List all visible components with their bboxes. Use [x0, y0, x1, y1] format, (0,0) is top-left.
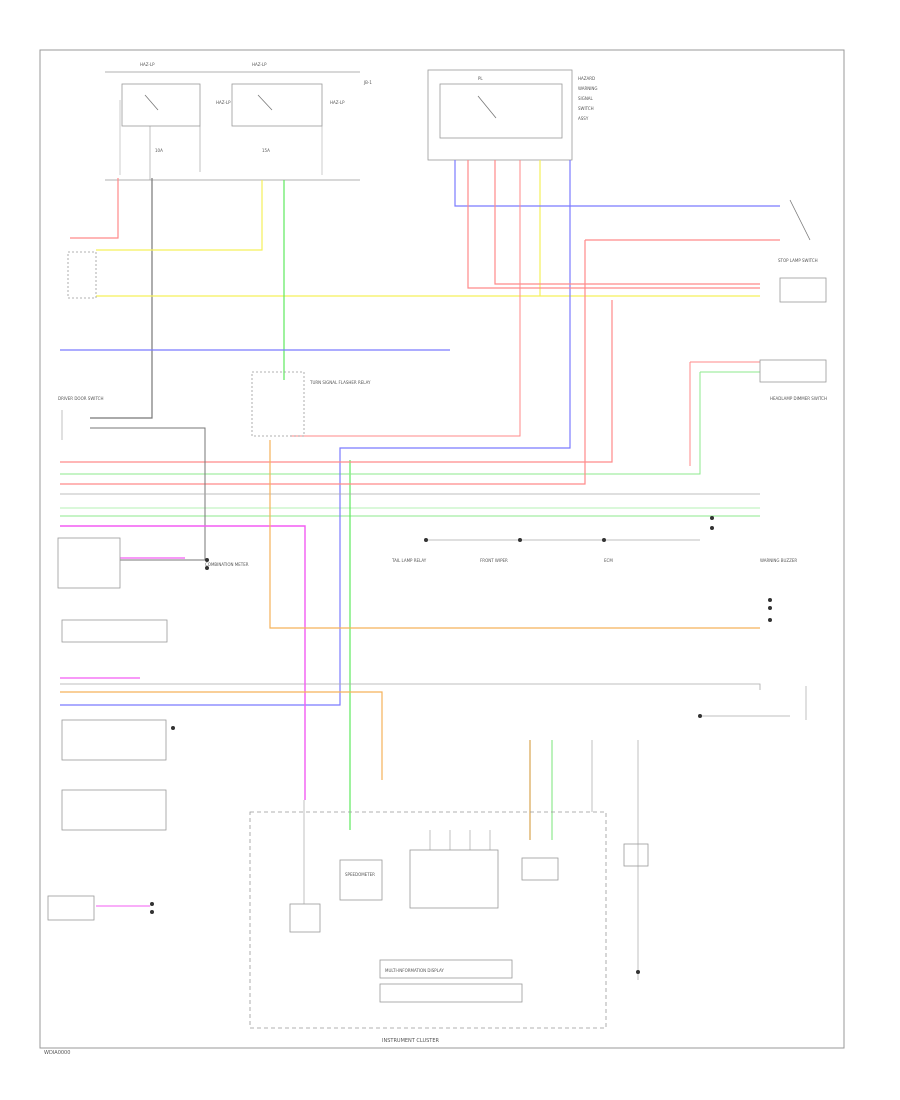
stop-lamp-label: STOP LAMP SWITCH — [778, 258, 818, 263]
left-connector-1 — [67, 251, 97, 299]
wire-red-5 — [60, 240, 586, 485]
svg-text:HAZ-LP: HAZ-LP — [140, 62, 155, 67]
svg-text:HAZARD: HAZARD — [578, 76, 595, 81]
bottom-caption: INSTRUMENT CLUSTER — [382, 1038, 440, 1044]
warning-module-label: WARNING BUZZER — [760, 558, 797, 563]
svg-text:HAZ-LP: HAZ-LP — [252, 62, 267, 67]
wire-red-3 — [494, 160, 760, 285]
wire-blue-3 — [60, 160, 571, 706]
wire-gray-4 — [60, 683, 761, 690]
svg-text:WARNING: WARNING — [578, 86, 598, 91]
svg-text:10A: 10A — [155, 148, 163, 153]
svg-text:15A: 15A — [262, 148, 270, 153]
svg-text:JB-1: JB-1 — [363, 80, 372, 85]
diagram-border — [39, 49, 845, 1049]
top-right-switch-box: PL HAZARD WARNING SIGNAL SWITCH ASSY — [427, 69, 598, 161]
front-wiper-label: FRONT WIPER — [480, 558, 508, 563]
left-lower-box — [47, 619, 175, 921]
top-right-box-label: PL — [478, 76, 483, 81]
cluster-meter: COMBINATION METER — [57, 537, 249, 589]
tail-lamp-relay-label: TAIL LAMP RELAY — [391, 558, 427, 563]
driver-door-switch-label: DRIVER DOOR SWITCH — [58, 396, 103, 401]
wire-red-6 — [290, 160, 521, 437]
footer-code: WDIA0000 — [44, 1050, 70, 1056]
driver-door-switch: DRIVER DOOR SWITCH — [58, 396, 103, 440]
wire-orange-2 — [60, 691, 383, 780]
middle-components: TAIL LAMP RELAY FRONT WIPER ECM — [391, 538, 700, 563]
headlamp-dimmer-label: HEADLAMP DIMMER SWITCH — [770, 396, 827, 401]
multi-display-label: MULTI-INFORMATION DISPLAY — [385, 968, 444, 973]
relay-mid-top-label: HAZ-LP — [330, 100, 345, 105]
relay-group-top-left: HAZ-LP HAZ-LP HAZ-LP HAZ-LP JB-1 10A 15A — [105, 62, 372, 181]
right-lower-components — [591, 714, 790, 980]
wire-red-1 — [70, 178, 119, 239]
steering-switch: TURN SIGNAL FLASHER RELAY — [251, 371, 371, 437]
ecm-label: ECM — [604, 558, 613, 563]
wire-gray-1 — [90, 178, 153, 419]
relay-left-top-label: HAZ-LP — [216, 100, 231, 105]
instrument-cluster-lower: SPEEDOMETER MULTI-INFORMATION DISPLAY IN… — [249, 800, 607, 1044]
svg-text:SIGNAL: SIGNAL — [578, 96, 594, 101]
svg-text:SWITCH: SWITCH — [578, 106, 594, 111]
svg-text:ASSY: ASSY — [578, 116, 589, 121]
wire-blue-2 — [454, 160, 780, 207]
cluster-meter-label: COMBINATION METER — [205, 562, 249, 567]
wire-red-7 — [60, 300, 613, 463]
wire-orange-1 — [269, 440, 760, 629]
right-components: STOP LAMP SWITCH HEADLAMP DIMMER SWITCH … — [710, 199, 827, 720]
cluster-lower-label: SPEEDOMETER — [345, 872, 375, 877]
wire-red-2 — [467, 160, 760, 289]
wire-yellow-1 — [96, 180, 263, 251]
wire-green-6 — [60, 372, 701, 475]
wire-magenta-1 — [60, 525, 306, 800]
steering-switch-label: TURN SIGNAL FLASHER RELAY — [309, 380, 371, 385]
